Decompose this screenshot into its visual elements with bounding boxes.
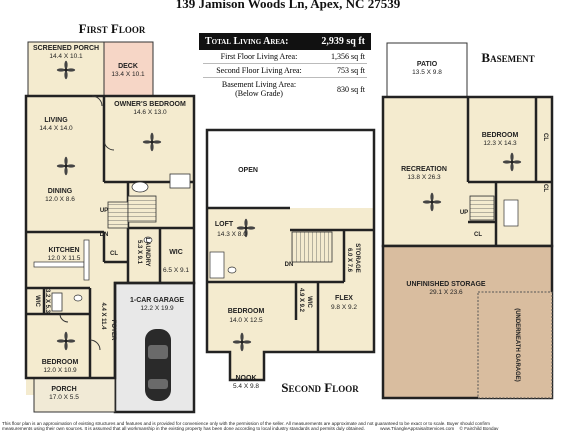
open-area [207, 130, 374, 208]
room-dim: 4.9 X 9.2 [298, 288, 304, 313]
room-name: FOYER [110, 320, 116, 341]
closet-label: CL [542, 184, 548, 192]
room-dim: 14.3 X 8.0 [217, 231, 247, 238]
room-name: WIC [34, 295, 40, 307]
closet-label: CL [474, 232, 482, 238]
front-porch-area [34, 378, 115, 412]
room-name: PATIO [417, 61, 438, 68]
website-link[interactable]: www.TriangleAppraisalServices.com [380, 426, 455, 432]
room-dim: 17.0 X 5.5 [49, 394, 79, 401]
area-label: Second Floor Living Area: [216, 66, 302, 75]
room-dim: 29.1 X 23.6 [429, 289, 463, 296]
room-name: NOOK [236, 375, 257, 382]
stairs-up-label: UP [460, 210, 468, 216]
basement-heading: Basement [481, 50, 534, 65]
room-dim: 3.2 X 5.3 [44, 289, 50, 314]
stairs-up-label: UP [100, 208, 108, 214]
room-dim: 13.5 X 9.8 [412, 69, 442, 76]
room-dim: 14.0 X 12.5 [229, 317, 263, 324]
car-icon [145, 329, 171, 401]
area-label: First Floor Living Area: [220, 52, 298, 61]
room-dim: 6.5 X 9.1 [163, 267, 189, 274]
second-floor-heading: Second Floor [281, 380, 359, 395]
deck-area [104, 42, 153, 96]
room-name: STORAGE [354, 243, 360, 273]
first-floor-heading: First Floor [79, 21, 146, 36]
room-dim: 5.4 X 9.8 [233, 383, 259, 390]
disclaimer-line: measurements using their own sources. It… [2, 426, 499, 432]
living-area-table: Total Living Area: 2,939 sq ft First Flo… [199, 33, 371, 100]
room-name: SCREENED PORCH [33, 45, 99, 52]
area-label-main: Basement Living Area: [221, 80, 297, 89]
second-floor-plan: OPEN LOFT 14.3 X 8.0 STORAGE 6.0 X 7.6 W… [205, 128, 376, 390]
room-name: KITCHEN [48, 247, 79, 254]
total-living-area-value: 2,939 sq ft [321, 36, 365, 47]
copyright-text: © Fairchild Bondav [459, 426, 499, 432]
disclaimer-line: This floor plan is an approximation of e… [2, 421, 490, 426]
room-dim: 14.6 X 13.0 [133, 109, 167, 116]
first-floor-plan: SCREENED PORCH 14.4 X 10.1 DECK 13.4 X 1… [24, 41, 196, 414]
room-dim: 12.0 X 8.6 [45, 196, 75, 203]
room-dim: 4.4 X 11.4 [100, 302, 106, 330]
room-name: LOFT [215, 221, 234, 228]
stairs-down-label: DN [100, 232, 109, 238]
area-row: Second Floor Living Area: 753 sq ft [199, 64, 371, 77]
room-name: FLEX [335, 295, 353, 302]
room-name: LAUNDRY [144, 237, 150, 266]
room-name: OWNER'S BEDROOM [114, 101, 186, 108]
area-row: First Floor Living Area: 1,356 sq ft [199, 50, 371, 63]
stairs-down-label: DN [285, 262, 294, 268]
area-value: 1,356 sq ft [331, 52, 365, 61]
area-label: Basement Living Area: (Below Grade) [205, 80, 313, 98]
room-name: OPEN [238, 167, 258, 174]
room-dim: 12.0 X 10.9 [43, 367, 77, 374]
area-label-sub: (Below Grade) [235, 89, 283, 98]
room-name: WIC [169, 249, 183, 256]
room-dim: 13.4 X 10.1 [111, 71, 145, 78]
property-address: 139 Jamison Woods Ln, Apex, NC 27539 [176, 0, 401, 11]
room-dim: 14.4 X 10.1 [49, 53, 83, 60]
first-floor-interior [26, 96, 194, 395]
room-dim: 9.8 X 9.2 [331, 304, 357, 311]
total-living-area-row: Total Living Area: 2,939 sq ft [199, 33, 371, 50]
closet-label: CL [110, 251, 118, 257]
room-dim: 13.8 X 26.3 [407, 174, 441, 181]
area-value: 753 sq ft [337, 66, 365, 75]
room-name: BEDROOM [42, 359, 79, 366]
room-dim: 5.3 X 9.1 [136, 240, 142, 265]
disclaimer: This floor plan is an approximation of e… [2, 421, 574, 432]
area-row: Basement Living Area: (Below Grade) 830 … [199, 78, 371, 100]
area-value: 830 sq ft [337, 84, 365, 94]
closet-label: CL [542, 133, 548, 141]
room-name: BEDROOM [228, 308, 265, 315]
room-name: LIVING [44, 117, 68, 124]
room-dim: 12.3 X 14.3 [483, 140, 517, 147]
under-garage-area [477, 291, 553, 399]
total-living-area-label: Total Living Area: [205, 36, 289, 47]
room-name: WIC [306, 296, 312, 308]
room-name: BEDROOM [482, 132, 519, 139]
room-name: DECK [118, 63, 138, 70]
room-name: PORCH [51, 386, 76, 393]
room-name: RECREATION [401, 166, 447, 173]
room-name: 1-CAR GARAGE [130, 297, 184, 304]
room-dim: 12.0 X 11.5 [48, 255, 81, 262]
room-dim: 12.2 X 19.9 [140, 305, 174, 312]
basement-plan: PATIO 13.5 X 9.8 RECREATION 13.8 X 26.3 … [381, 42, 554, 400]
room-name: UNFINISHED STORAGE [406, 281, 486, 288]
room-name: DINING [48, 188, 73, 195]
room-dim: 14.4 X 14.0 [39, 125, 73, 132]
room-dim: 6.0 X 7.6 [346, 248, 352, 273]
room-name: (UNDERNEATH GARAGE) [514, 308, 520, 382]
